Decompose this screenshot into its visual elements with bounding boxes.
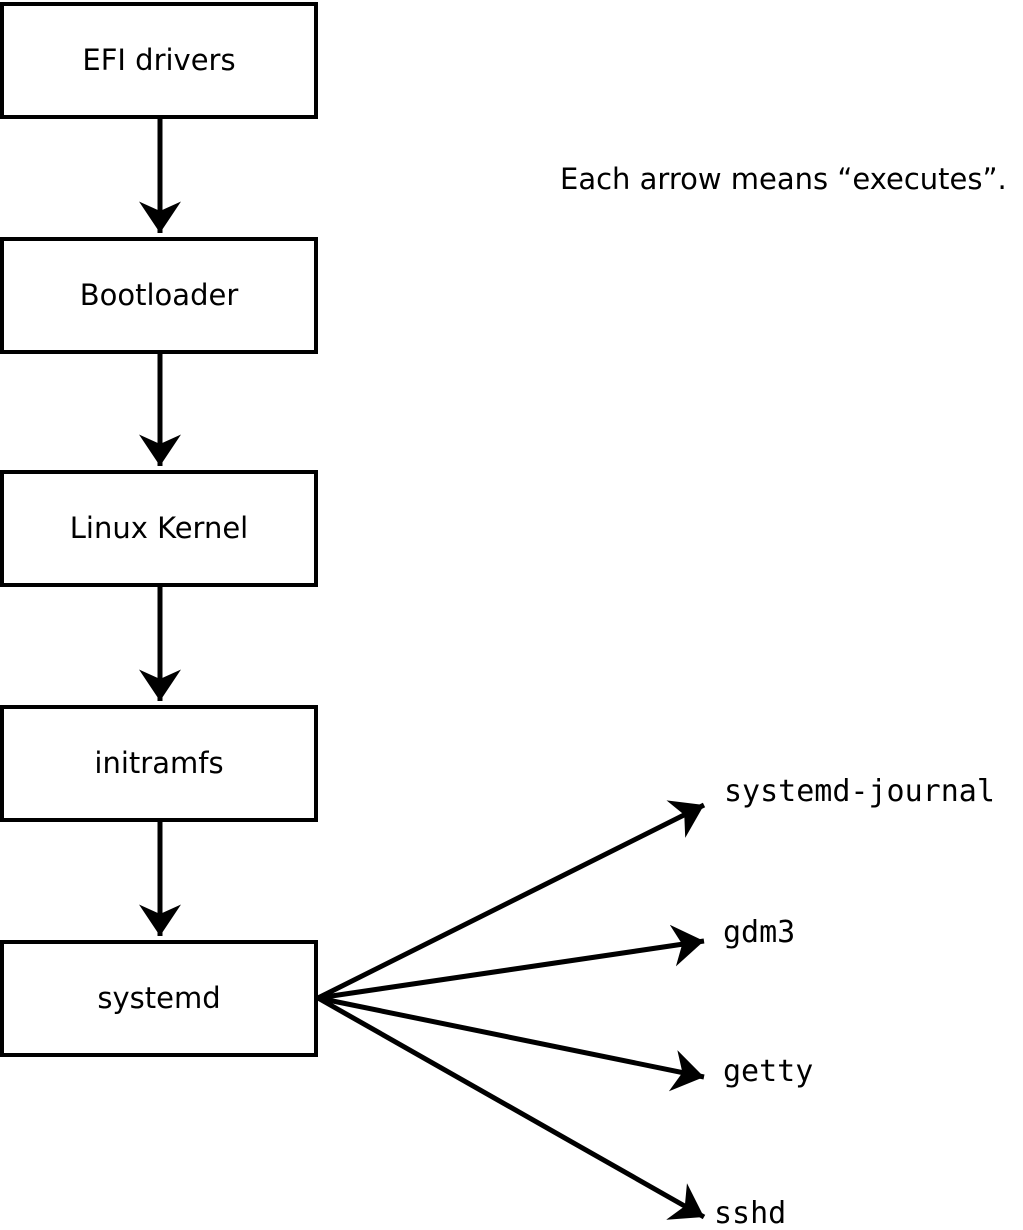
node-bootloader-label: Bootloader — [79, 278, 239, 312]
label-gdm3: gdm3 — [723, 915, 796, 950]
node-bootloader: Bootloader — [0, 237, 318, 354]
node-initramfs-label: initramfs — [94, 746, 224, 780]
node-linux-kernel-label: Linux Kernel — [69, 511, 249, 545]
node-linux-kernel: Linux Kernel — [0, 470, 318, 587]
arrow-systemd-to-journal — [316, 800, 706, 1001]
arrow-systemd-to-gdm3 — [317, 924, 705, 1001]
label-systemd-journal: systemd-journal — [724, 774, 995, 809]
arrow-systemd-to-sshd — [316, 995, 706, 1220]
node-efi-drivers-label: EFI drivers — [82, 43, 236, 77]
node-efi-drivers: EFI drivers — [0, 2, 318, 119]
node-initramfs: initramfs — [0, 705, 318, 822]
label-getty: getty — [723, 1054, 814, 1089]
annotation-text: Each arrow means “executes”. — [560, 162, 1007, 196]
node-systemd-label: systemd — [97, 981, 221, 1015]
node-systemd: systemd — [0, 940, 318, 1057]
arrow-systemd-to-getty — [317, 995, 705, 1092]
label-sshd: sshd — [714, 1196, 787, 1230]
